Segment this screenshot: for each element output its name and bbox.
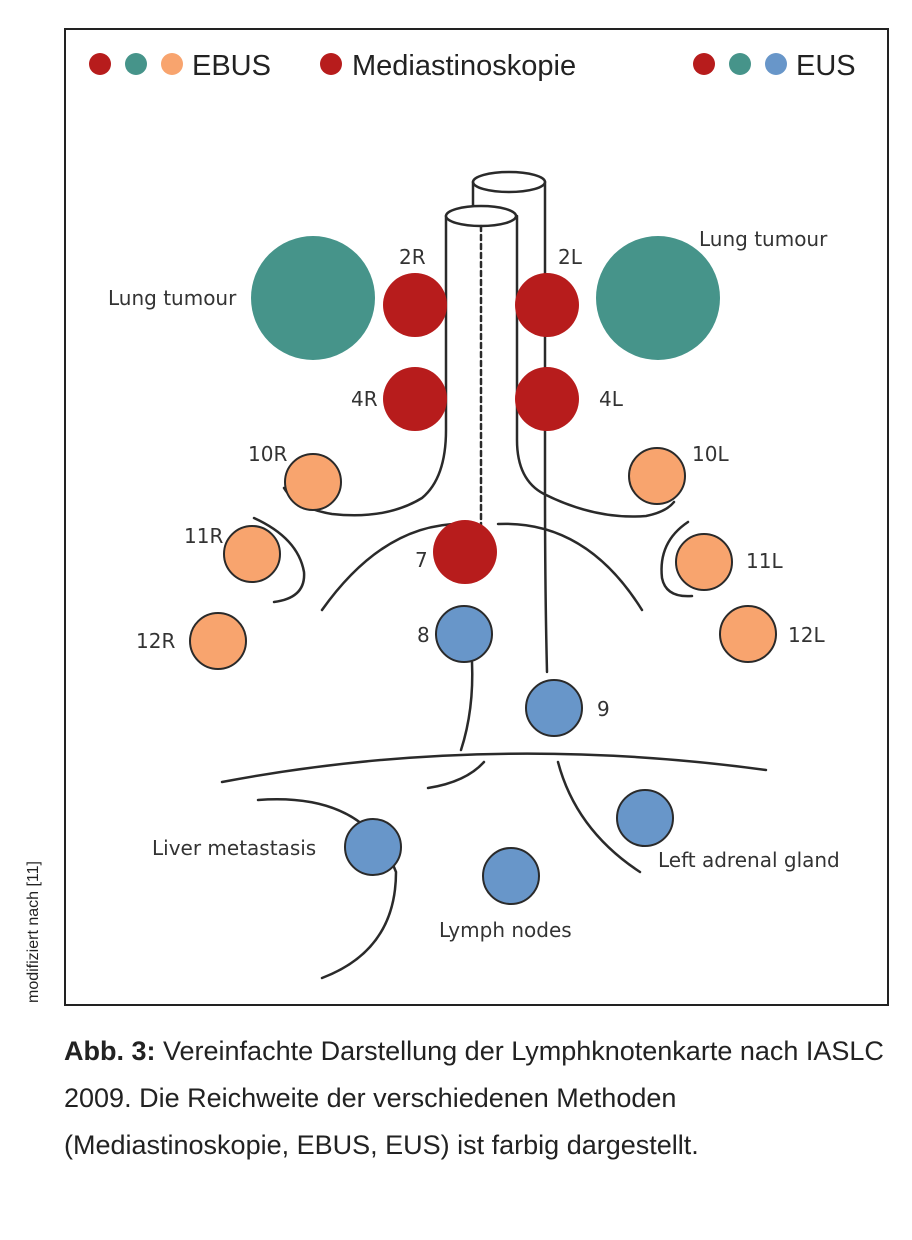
node-4R: [383, 367, 447, 431]
node-10L-label: 10L: [692, 442, 729, 466]
legend: EBUS Mediastinoskopie EUS: [89, 50, 856, 82]
mediastinoskopie-nodes: 2R 2L 4R 4L 7: [351, 245, 624, 584]
node-10R-label: 10R: [248, 442, 287, 466]
trachea-right-wall: [515, 214, 676, 518]
node-7-label: 7: [415, 548, 428, 572]
caption-lead: Abb. 3:: [64, 1036, 156, 1066]
lung-tumour-left: [251, 236, 375, 360]
lymph-nodes-label: Lymph nodes: [439, 918, 572, 942]
node-2R: [383, 273, 447, 337]
esophagus-top: [471, 170, 547, 194]
ebus-nodes: 10R 10L 11R 11L 12R 12L: [136, 442, 825, 670]
bronchus-left-branch: [660, 520, 694, 598]
bronchus-right-branch: [252, 516, 306, 604]
node-12R: [189, 612, 247, 670]
source-note: modifiziert nach [11]: [25, 861, 42, 1003]
legend-ebus-dot-3: [161, 53, 183, 75]
legend-eus-dot-1: [693, 53, 715, 75]
node-11R: [223, 525, 281, 583]
liver-outline: [256, 798, 398, 980]
legend-eus-dot-3: [765, 53, 787, 75]
trachea-top: [444, 204, 518, 228]
legend-eus-dot-2: [729, 53, 751, 75]
lymph-nodes-node: [482, 847, 540, 905]
node-11L-label: 11L: [746, 549, 783, 573]
node-8-label: 8: [417, 623, 430, 647]
node-7: [433, 520, 497, 584]
left-adrenal-gland-node: [616, 789, 674, 847]
figure-caption: Abb. 3: Vereinfachte Darstellung der Lym…: [64, 1028, 884, 1169]
lung-tumour-left-label: Lung tumour: [108, 286, 237, 310]
stomach-outline: [426, 760, 486, 790]
node-8: [435, 605, 493, 663]
node-10R: [284, 453, 342, 511]
legend-mediastinoskopie-label: Mediastinoskopie: [352, 50, 576, 82]
node-4R-label: 4R: [351, 387, 378, 411]
legend-mediastinoskopie-dot: [320, 53, 342, 75]
legend-ebus-dot-1: [89, 53, 111, 75]
node-11R-label: 11R: [184, 524, 223, 548]
liver-metastasis-label: Liver metastasis: [152, 836, 316, 860]
legend-ebus-dot-2: [125, 53, 147, 75]
diaphragm-line: [220, 752, 768, 784]
node-9-label: 9: [597, 697, 610, 721]
lymph-node-map-figure: EBUS Mediastinoskopie EUS Lung tumour Lu: [64, 28, 889, 1006]
adrenal-curve: [556, 760, 642, 874]
node-12L: [719, 605, 777, 663]
node-12R-label: 12R: [136, 629, 175, 653]
node-11L: [675, 533, 733, 591]
node-9: [525, 679, 583, 737]
lung-tumour-right: [596, 236, 720, 360]
node-10L: [628, 447, 686, 505]
node-2L: [515, 273, 579, 337]
node-2R-label: 2R: [399, 245, 426, 269]
node-4L: [515, 367, 579, 431]
legend-ebus-label: EBUS: [192, 50, 271, 82]
node-2L-label: 2L: [558, 245, 583, 269]
eus-nodes: 8 9 Liver metastasis Lymph nodes Left ad…: [152, 605, 840, 942]
legend-eus-label: EUS: [796, 50, 856, 82]
left-adrenal-gland-label: Left adrenal gland: [658, 848, 840, 872]
node-12L-label: 12L: [788, 623, 825, 647]
diagram-canvas: EBUS Mediastinoskopie EUS Lung tumour Lu: [89, 50, 856, 980]
node-4L-label: 4L: [599, 387, 624, 411]
liver-metastasis-node: [344, 818, 402, 876]
lung-tumour-right-label: Lung tumour: [699, 227, 828, 251]
caption-text: Vereinfachte Darstellung der Lymphknoten…: [64, 1036, 884, 1160]
esophagus-descending: [459, 660, 474, 752]
